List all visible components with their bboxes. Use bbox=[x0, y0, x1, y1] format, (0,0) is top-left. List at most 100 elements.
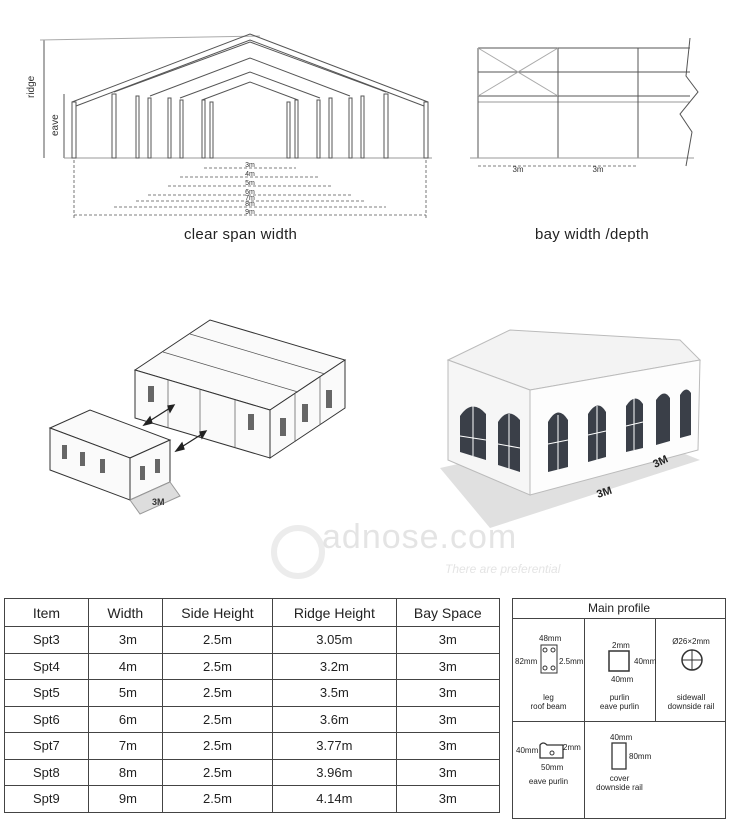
main-profile-panel: Main profile 48mm 82mm 2.5mm leg roof be… bbox=[512, 598, 726, 819]
cover-profile-icon bbox=[611, 742, 627, 770]
downside-rail-label: downside rail bbox=[667, 702, 715, 711]
tent-photo-illustration: 3M 3M bbox=[440, 329, 702, 528]
column-header: Bay Space bbox=[395, 598, 501, 627]
table-cell: 2.5m bbox=[161, 785, 274, 813]
watermark-logo-icon bbox=[271, 525, 325, 579]
span-label: 5m bbox=[245, 180, 255, 187]
watermark: adnose.com There are preferential bbox=[270, 518, 600, 590]
table-cell: Spt6 bbox=[4, 705, 89, 733]
cover-label: cover bbox=[609, 774, 630, 783]
eave-purlin-dim: 50mm bbox=[541, 763, 564, 772]
leg-dim: 48mm bbox=[539, 634, 562, 643]
table-cell: 2.5m bbox=[161, 652, 274, 680]
table-cell: 3m bbox=[395, 785, 501, 813]
table-cell: 3m bbox=[395, 679, 501, 707]
leg-dim: 82mm bbox=[515, 657, 538, 666]
leg-label: leg bbox=[543, 693, 554, 702]
bay-width-diagram: 3m 3m bbox=[470, 37, 699, 174]
table-cell: 2.5m bbox=[161, 679, 274, 707]
span-label: 3m bbox=[245, 162, 255, 169]
column-header: Ridge Height bbox=[272, 598, 397, 627]
tent-3m-label-a: 3M bbox=[595, 485, 613, 501]
table-cell: Spt4 bbox=[4, 652, 89, 680]
span-label: 9m bbox=[245, 209, 255, 216]
table-cell: Spt8 bbox=[4, 758, 89, 786]
table-cell: 2.5m bbox=[161, 705, 274, 733]
purlin-dim: 2mm bbox=[612, 641, 630, 650]
table-cell: 2.5m bbox=[161, 758, 274, 786]
bay-width-caption: bay width /depth bbox=[535, 226, 650, 243]
bay-label: 3m bbox=[512, 165, 523, 174]
table-cell: Spt7 bbox=[4, 732, 89, 760]
table-cell: Spt3 bbox=[4, 626, 89, 654]
eave-purlin-label: eave purlin bbox=[528, 777, 569, 786]
table-cell: 5m bbox=[87, 679, 163, 707]
eave-purlin-dim: 40mm bbox=[516, 746, 539, 755]
leg-profile-icon bbox=[540, 644, 558, 674]
small-tent-3m-label: 3M bbox=[152, 497, 165, 507]
table-cell: 3m bbox=[395, 626, 501, 654]
sidewall-label: sidewall bbox=[676, 693, 706, 702]
ridge-label: ridge bbox=[26, 75, 37, 98]
table-cell: Spt5 bbox=[4, 679, 89, 707]
table-cell: 9m bbox=[87, 785, 163, 813]
cover-dim: 80mm bbox=[629, 752, 652, 761]
cover-dim: 40mm bbox=[610, 733, 633, 742]
leg-dim: 2.5mm bbox=[559, 657, 584, 666]
table-cell: 4m bbox=[87, 652, 163, 680]
spec-table: Item Width Side Height Ridge Height Bay … bbox=[4, 598, 501, 813]
eave-purlin-dim: 2mm bbox=[563, 743, 581, 752]
table-cell: Spt9 bbox=[4, 785, 89, 813]
table-cell: 4.14m bbox=[272, 785, 397, 813]
table-cell: 2.5m bbox=[161, 626, 274, 654]
bay-label: 3m bbox=[592, 165, 603, 174]
column-header: Side Height bbox=[161, 598, 274, 627]
table-cell: 3.05m bbox=[272, 626, 397, 654]
clear-span-caption: clear span width bbox=[184, 226, 298, 243]
span-label: 4m bbox=[245, 171, 255, 178]
table-cell: 3m bbox=[395, 732, 501, 760]
cover-downside-rail-label: downside rail bbox=[596, 783, 643, 792]
span-label: 8m bbox=[245, 201, 255, 208]
watermark-text: adnose.com bbox=[322, 518, 518, 556]
purlin-profile-icon bbox=[608, 650, 630, 672]
clear-span-diagram: ridge eave 3m 4m 5m 6m 7m 8m 9m bbox=[26, 33, 432, 218]
table-cell: 2.5m bbox=[161, 732, 274, 760]
span-label: 7m bbox=[245, 195, 255, 202]
sidewall-rail-profile-icon bbox=[681, 649, 703, 671]
table-cell: 3m bbox=[395, 705, 501, 733]
table-cell: 6m bbox=[87, 705, 163, 733]
table-cell: 3m bbox=[87, 626, 163, 654]
span-label: 6m bbox=[245, 189, 255, 196]
table-cell: 3m bbox=[395, 652, 501, 680]
watermark-subtitle: There are preferential bbox=[445, 562, 561, 576]
table-header-row: Item Width Side Height Ridge Height Bay … bbox=[4, 598, 501, 627]
table-cell: 3.2m bbox=[272, 652, 397, 680]
column-header: Width bbox=[87, 598, 163, 627]
table-cell: 3m bbox=[395, 758, 501, 786]
table-cell: 7m bbox=[87, 732, 163, 760]
table-cell: 3.5m bbox=[272, 679, 397, 707]
eave-purlin-label: eave purlin bbox=[599, 702, 640, 711]
table-cell: 3.77m bbox=[272, 732, 397, 760]
purlin-dim: 40mm bbox=[634, 657, 657, 666]
purlin-label: purlin bbox=[609, 693, 630, 702]
table-cell: 8m bbox=[87, 758, 163, 786]
column-header: Item bbox=[4, 598, 89, 627]
modular-tent-illustration: 3M bbox=[48, 319, 347, 515]
eave-label: eave bbox=[50, 114, 61, 136]
roof-beam-label: roof beam bbox=[530, 702, 567, 711]
sidewall-dim: Ø26×2mm bbox=[672, 637, 710, 646]
table-cell: 3.96m bbox=[272, 758, 397, 786]
main-profile-title: Main profile bbox=[513, 599, 725, 619]
tent-3m-label-b: 3M bbox=[651, 453, 670, 470]
eave-purlin-profile-icon bbox=[539, 742, 564, 759]
table-cell: 3.6m bbox=[272, 705, 397, 733]
